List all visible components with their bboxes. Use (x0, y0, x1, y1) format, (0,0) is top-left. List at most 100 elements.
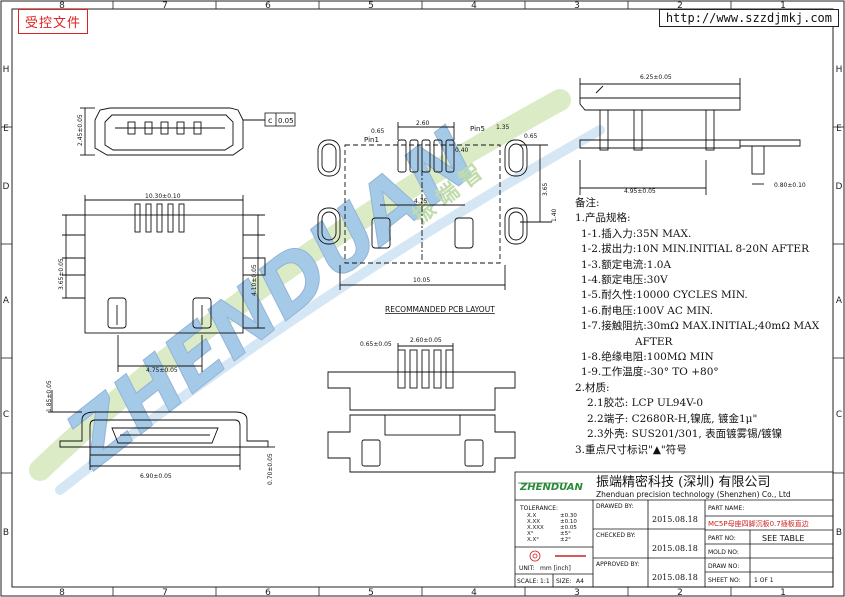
size-label: SIZE: (556, 578, 572, 585)
right-profile (579, 78, 801, 195)
watermark-text: ZHENDUAN (49, 112, 493, 487)
company-name-en: Zhenduan precision technology (Shenzhen)… (596, 490, 791, 499)
drawn-date: 2015.08.18 (652, 515, 698, 524)
dim-label: 0.40 (455, 147, 469, 154)
row-label: H (3, 65, 10, 75)
tol-val: ±0.10 (560, 519, 577, 525)
dim-label: 0.65 (371, 128, 385, 135)
dim-label: 0.65 (524, 133, 538, 140)
pin5-label: Pin5 (470, 125, 485, 133)
col-label: 8 (59, 1, 65, 11)
tol-key: X.XXX (527, 525, 544, 531)
note-line: 1.产品规格: (575, 212, 631, 225)
row-label: E (3, 124, 9, 134)
flatness-box: c 0.05 (264, 112, 296, 127)
col-label: 6 (265, 588, 271, 597)
title-block-text: ZHENDUAN 振端精密科技 (深圳) 有限公司 Zhenduan preci… (517, 474, 809, 585)
note-line: 2.3外壳: SUS201/301, 表面镀雾锡/镀镍 (587, 428, 783, 441)
scale-value: 1:1 (540, 578, 550, 585)
tol-val: ±0.05 (560, 525, 577, 531)
note-line: 1-4.额定电压:30V (581, 274, 668, 287)
dim-label: 1.85±0.05 (46, 380, 53, 412)
pcb-labels: 0.65 Pin1 2.60 Pin5 1.35 0.65 0.40 4.75 … (364, 120, 558, 284)
approved-date: 2015.08.18 (652, 573, 698, 582)
bottom-view (327, 343, 516, 473)
size-value: A4 (576, 578, 584, 585)
note-line: 1-2.拔出力:10N MIN.INITIAL 8-20N AFTER (581, 243, 810, 256)
dim-label: 2.45±0.05 (77, 114, 84, 146)
note-line: 1-9.工作温度:-30° TO +80° (581, 366, 719, 379)
row-label: A (836, 296, 843, 306)
note-line: 2.1胶芯: LCP UL94V-0 (587, 397, 704, 410)
sheet-no: 1 OF 1 (754, 577, 774, 584)
checked-date: 2015.08.18 (652, 544, 698, 553)
col-label: 4 (471, 1, 477, 11)
col-label: 8 (59, 588, 65, 597)
mold-no-label: MOLD NO: (708, 549, 739, 556)
flatness-value: 0.05 (278, 117, 294, 125)
row-label: B (3, 528, 9, 538)
dim-label: 3.65±0.05 (58, 258, 65, 290)
dim-label: 6.90±0.05 (140, 473, 172, 480)
part-name: MC5P母座四脚沉板0.7插板直边 (708, 519, 809, 528)
website-url[interactable]: http://www.szzdjmkj.com (658, 9, 839, 27)
scale-label: SCALE: (517, 578, 538, 585)
row-label: C (836, 410, 842, 420)
pcb-layout (317, 122, 552, 290)
dim-label: 10.30±0.10 (145, 193, 181, 200)
row-label: D (3, 182, 10, 192)
note-line: 1-8.绝缘电阻:100MΩ MIN (581, 351, 714, 364)
dim-label: 1.35 (496, 124, 510, 131)
row-label: H (836, 65, 843, 75)
row-label: A (3, 296, 10, 306)
side-view (48, 390, 275, 470)
row-label: B (836, 528, 842, 538)
unit-label: UNIT: (519, 565, 535, 572)
company-name-cn: 振端精密科技 (深圳) 有限公司 (596, 474, 770, 490)
tol-key: X.X (527, 513, 537, 519)
col-label: 5 (368, 1, 374, 11)
part-name-label: PART NAME: (708, 505, 744, 512)
note-line: 1-1.插入力:35N MAX. (581, 227, 692, 240)
col-label: 3 (574, 1, 580, 11)
pin1-label: Pin1 (364, 136, 379, 144)
plan-view (62, 195, 266, 372)
row-label: D (836, 182, 843, 192)
col-label: 7 (162, 1, 168, 11)
dim-label: 4.75 (414, 198, 428, 205)
front-view-top (80, 107, 265, 156)
part-no-label: PART NO: (708, 535, 736, 542)
col-label: 2 (677, 588, 683, 597)
col-label: 4 (471, 588, 477, 597)
note-line: 3.重点尺寸标识"▲"符号 (575, 443, 687, 456)
controlled-document-stamp: 受控文件 (18, 9, 89, 34)
dim-label: 0.80±0.10 (774, 182, 806, 189)
col-label: 1 (780, 1, 786, 11)
dim-label: 4.10±0.05 (251, 264, 258, 296)
note-line: 1-6.耐电压:100V AC MIN. (581, 304, 713, 317)
pcb-title: RECOMMANDED PCB LAYOUT (385, 305, 495, 314)
tol-key: X.X° (527, 537, 539, 543)
notes-block: 备注: 1.产品规格: 1-1.插入力:35N MAX. 1-2.拔出力:10N… (575, 196, 819, 458)
sheet-no-label: SHEET NO: (708, 577, 741, 584)
dim-label: 10.05 (413, 277, 430, 284)
note-line: 2.2端子: C2680R-H,镍底, 镀金1μ" (587, 412, 758, 425)
note-line: 2.材质: (575, 381, 610, 394)
flatness-symbol: c (268, 116, 272, 125)
part-no: SEE TABLE (762, 534, 804, 543)
tol-val: ±0.30 (560, 513, 577, 519)
tolerance-label: TOLERANCE: (519, 505, 558, 512)
tol-key: X° (527, 531, 534, 537)
note-line: 1-5.耐久性:10000 CYCLES MIN. (581, 289, 748, 302)
approved-by-label: APPROVED BY: (596, 561, 639, 568)
tol-val: ±5° (560, 531, 571, 537)
dim-label: 1.40 (551, 208, 558, 222)
note-line: 1-3.额定电流:1.0A (581, 258, 672, 271)
dim-label: 3.65 (542, 182, 549, 196)
col-label: 1 (780, 588, 786, 597)
dim-label: 4.95±0.05 (624, 188, 656, 195)
row-label: C (3, 410, 9, 420)
note-line: AFTER (635, 335, 673, 348)
dim-label: 2.60±0.05 (410, 337, 442, 344)
row-label: E (836, 124, 842, 134)
